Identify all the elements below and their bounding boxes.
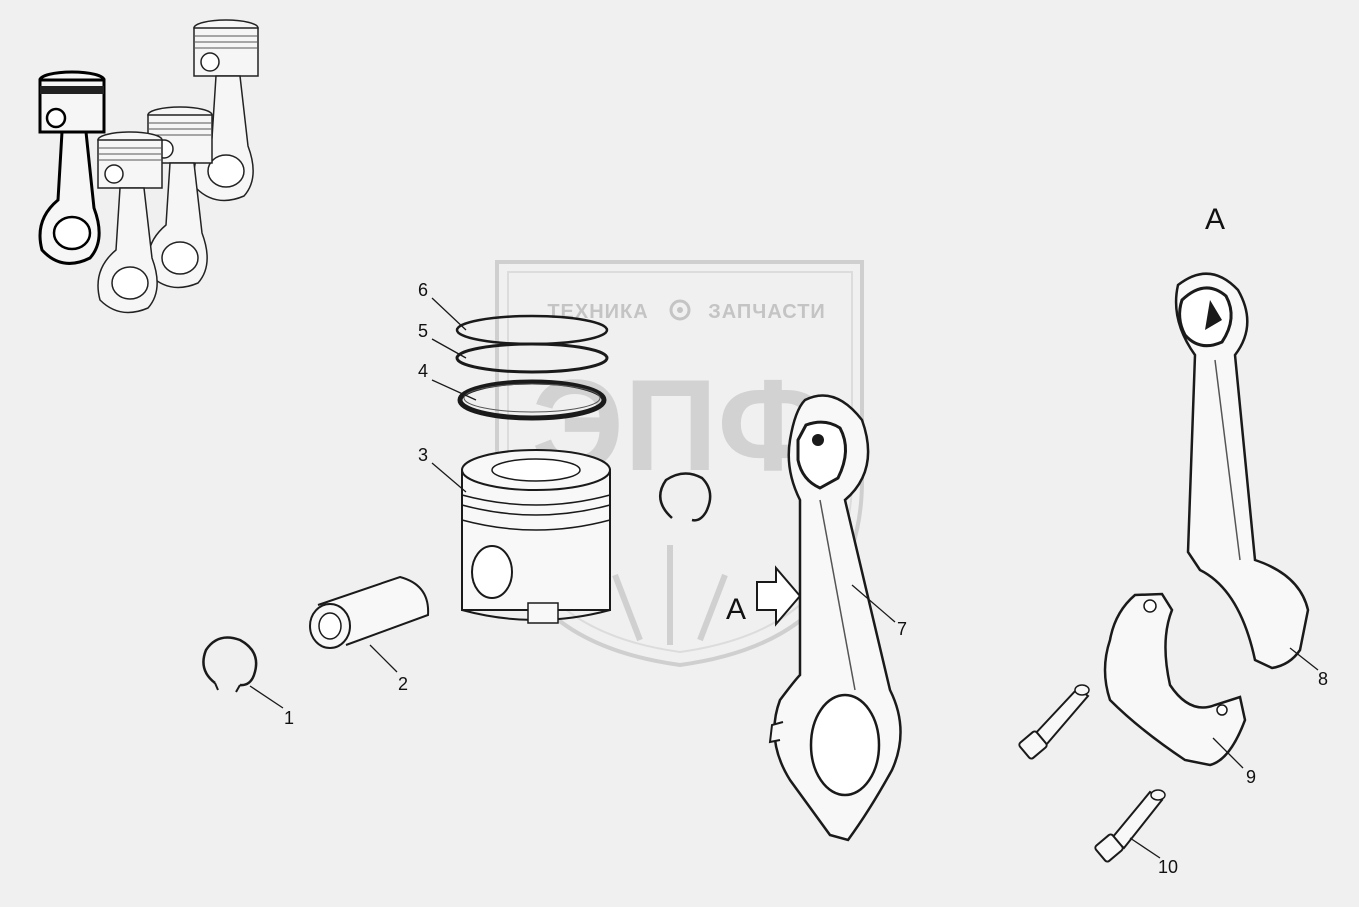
- assembly-thumbnail: [38, 19, 259, 314]
- wheat-icon: [612, 545, 728, 645]
- callout-8: 8: [1318, 669, 1328, 689]
- part-10-bolt-upper: [1018, 684, 1090, 760]
- leader-lines: [249, 297, 1319, 859]
- view-arrow-label: A: [726, 593, 746, 626]
- gear-icon: [669, 299, 691, 321]
- part-10-bolt-lower: [1094, 789, 1166, 863]
- watermark-text-left: ТЕХНИКА: [547, 301, 648, 323]
- part-5-ring: [455, 342, 609, 374]
- callout-6: 6: [418, 280, 428, 300]
- part-8-connecting-rod-view: [1174, 272, 1310, 670]
- part-9-rod-cap: [1103, 592, 1247, 767]
- callout-4: 4: [418, 361, 428, 381]
- callout-7: 7: [897, 619, 907, 639]
- part-3-piston: [461, 449, 611, 624]
- small-circlip: [659, 472, 712, 522]
- part-2-piston-pin: [309, 575, 430, 649]
- view-label: A: [1205, 203, 1225, 236]
- callout-10: 10: [1158, 857, 1178, 877]
- view-arrow: A: [726, 565, 802, 627]
- callout-3: 3: [418, 445, 428, 465]
- callout-2: 2: [398, 674, 408, 694]
- highlighted-assembly: [38, 70, 106, 265]
- part-6-ring: [455, 314, 609, 346]
- callout-1: 1: [284, 708, 294, 728]
- callout-9: 9: [1246, 767, 1256, 787]
- part-1-circlip: [202, 636, 258, 693]
- callout-5: 5: [418, 321, 428, 341]
- part-4-ring: [457, 379, 607, 421]
- part-7-connecting-rod: [768, 394, 902, 842]
- watermark-text-right: ЗАПЧАСТИ: [708, 301, 826, 323]
